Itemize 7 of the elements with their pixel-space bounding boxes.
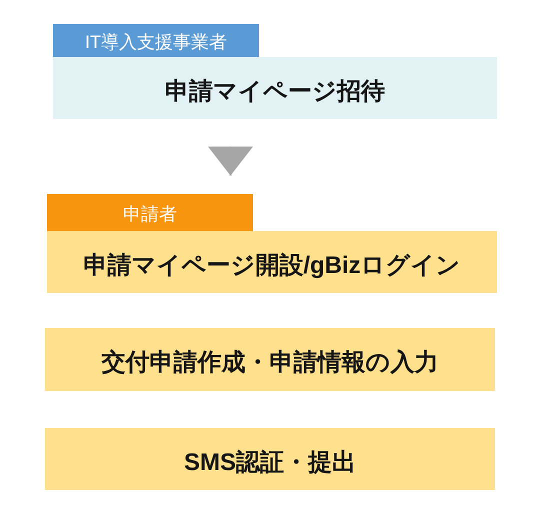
step-box: 申請マイページ開設/gBizログイン [47, 231, 497, 293]
role-tab: 申請者 [47, 194, 253, 231]
arrow [208, 146, 253, 176]
step-box: 交付申請作成・申請情報の入力 [45, 328, 495, 391]
step-box: SMS認証・提出 [45, 428, 495, 490]
role-tab: IT導入支援事業者 [53, 24, 259, 57]
step-box: 申請マイページ招待 [53, 57, 497, 119]
